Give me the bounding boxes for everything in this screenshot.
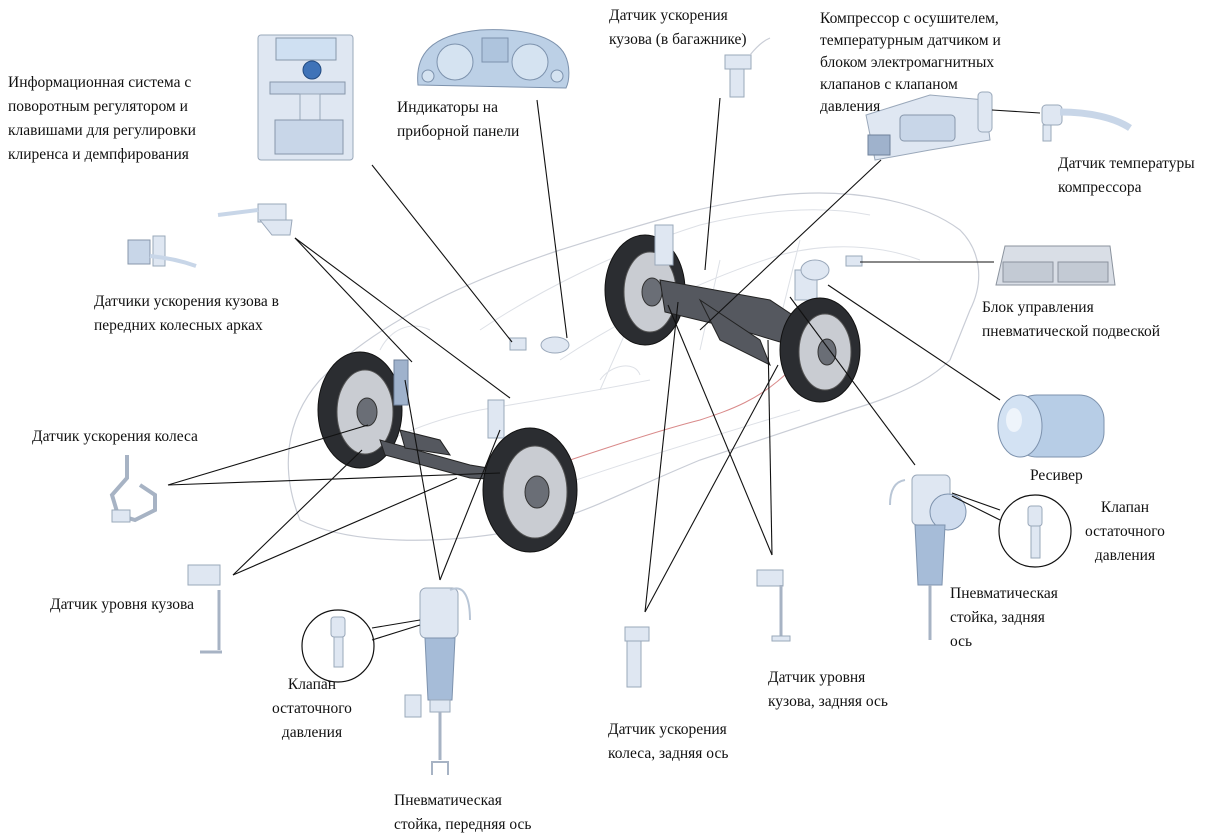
leader-lines <box>167 97 1041 641</box>
label-wheel-accel-sensor: Датчик ускорения колеса <box>32 428 198 445</box>
instrument-cluster-image <box>417 29 570 89</box>
in-car-info-module <box>509 337 527 351</box>
label-body-level-sensor: Датчик уровня кузова <box>50 596 195 613</box>
front-arch-sensor-image-2 <box>127 235 197 268</box>
label-control-unit: Блок управления пневматической подвеской <box>982 299 1161 340</box>
front-residual-valve-image <box>330 616 346 668</box>
air-line <box>539 369 791 471</box>
label-front-residual-valve: Клапан остаточного давления <box>272 676 352 741</box>
front-arch-sensor-image-1 <box>217 203 293 236</box>
receiver-image <box>997 394 1105 458</box>
rear-wheel-accel-sensor-image <box>624 626 650 688</box>
rear-body-level-sensor-image <box>756 569 791 642</box>
label-compressor-temp-sensor: Датчик температуры компрессора <box>1058 155 1195 196</box>
control-unit-image <box>995 245 1116 286</box>
label-rear-strut: Пневматическая стойка, задняя ось <box>950 585 1058 650</box>
label-compressor: Компрессор с осушителем, температурным д… <box>820 10 1001 115</box>
in-car-cluster <box>540 336 570 354</box>
front-strut-image <box>404 587 471 775</box>
label-info-system: Информационная система с поворотным регу… <box>8 74 196 163</box>
label-dashboard-indicators: Индикаторы на приборной панели <box>397 99 520 140</box>
front-axle <box>317 351 578 553</box>
label-rear-residual-valve: Клапан остаточного давления <box>1085 499 1165 564</box>
center-console-image <box>257 34 354 161</box>
label-rear-body-level-sensor: Датчик уровня кузова, задняя ось <box>768 669 888 710</box>
label-trunk-accel-sensor: Датчик ускорения кузова (в багажнике) <box>609 7 747 48</box>
label-rear-wheel-accel-sensor: Датчик ускорения колеса, задняя ось <box>608 721 729 762</box>
rear-strut-image <box>889 474 967 640</box>
wheel-accel-sensor-image <box>109 455 157 523</box>
label-front-strut: Пневматическая стойка, передняя ось <box>394 792 532 833</box>
compressor-image <box>865 91 993 161</box>
label-receiver: Ресивер <box>1030 467 1083 484</box>
rear-axle <box>604 224 861 403</box>
rear-residual-valve-image <box>1027 505 1043 559</box>
label-front-arch-accel-sensors: Датчики ускорения кузова в передних коле… <box>94 293 279 334</box>
body-level-sensor-image <box>187 564 222 654</box>
trunk-accel-sensor-image <box>724 37 771 98</box>
in-car-ecu <box>845 255 863 267</box>
compressor-temp-sensor-image <box>1041 104 1132 142</box>
